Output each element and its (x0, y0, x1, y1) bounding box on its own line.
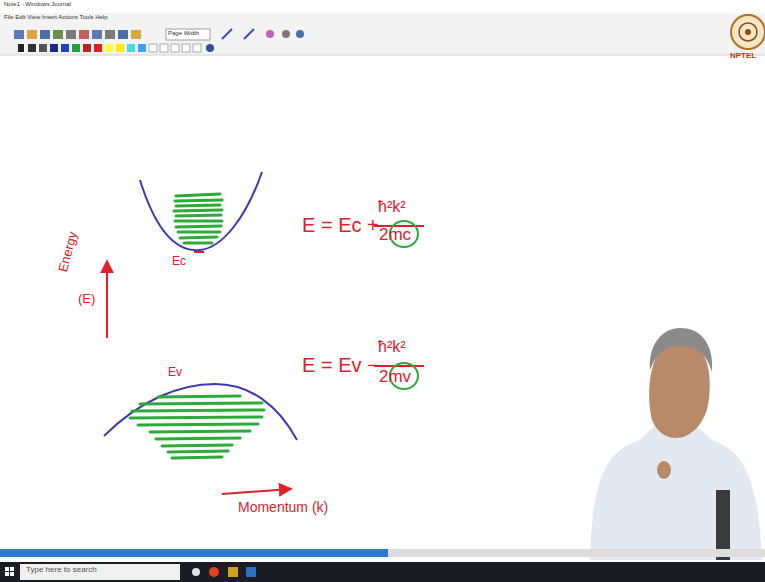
zoom-select: Page Width (168, 30, 199, 37)
equation-text: E = Ec + (302, 214, 379, 236)
window-chrome (0, 0, 765, 55)
progress-track (0, 549, 765, 557)
axis-label: (E) (78, 292, 95, 306)
equation-numerator: ħ²k² (378, 198, 406, 216)
equation-text: E = Ev − (302, 354, 379, 376)
search-box (20, 564, 180, 580)
momentum-arrow (222, 489, 290, 494)
taskbar (0, 562, 765, 582)
color-palette (18, 44, 214, 52)
window-title: Note1 - Windows Journal (4, 1, 71, 8)
fraction-bar (374, 365, 424, 367)
valence-band (104, 384, 297, 458)
equation-denominator: 2mc (379, 226, 411, 245)
conduction-band (140, 172, 262, 252)
menu-bar: File Edit View Insert Actions Tools Help (4, 14, 108, 21)
band-edge-label: Ev (168, 366, 182, 379)
axis-label: Momentum (k) (238, 500, 328, 515)
lecturer-figure (590, 328, 762, 560)
progress-bar (0, 549, 388, 557)
energy-arrow (106, 262, 108, 338)
taskbar-icons (5, 567, 256, 577)
search-hint: Type here to search (26, 566, 97, 575)
toolbar-icons (14, 29, 304, 40)
band-edge-label: Ec (172, 255, 186, 268)
nptel-logo (731, 15, 765, 49)
axis-label: Energy (56, 230, 80, 273)
equation-denominator: 2mv (379, 368, 411, 387)
logo-text: NPTEL (730, 52, 756, 61)
equation-numerator: ħ²k² (378, 338, 406, 356)
